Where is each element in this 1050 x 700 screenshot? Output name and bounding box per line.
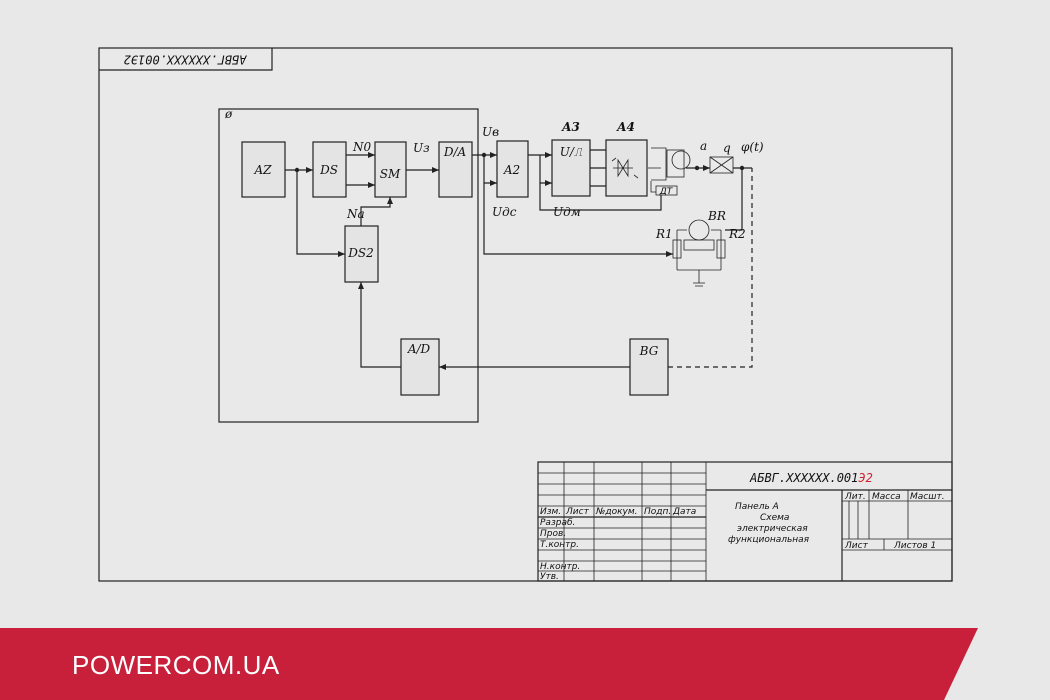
drawing-sheet: АБВГ.XXXXXX.001Э2 ø AZ DS SM D/A DS2 A/D…: [98, 47, 953, 582]
role-nkontr: Н.контр.: [540, 562, 580, 572]
role-utv: Утв.: [540, 572, 559, 582]
lit-header: Лит.: [844, 492, 866, 502]
block-ds: DS: [312, 141, 347, 198]
label-a: a: [700, 139, 707, 153]
col-sign: Подп.: [644, 507, 671, 517]
a3-label: A3: [561, 120, 580, 134]
role-razrab: Разраб.: [540, 518, 575, 528]
block-az: AZ: [241, 141, 286, 198]
scale-header: Масшт.: [910, 492, 945, 502]
block-a2: A2: [496, 140, 529, 198]
doc-line-2: электрическая: [737, 524, 808, 534]
cb-label: ДТ: [659, 187, 674, 197]
svg-text:BG: BG: [639, 344, 659, 358]
label-phi: φ(t): [741, 140, 764, 154]
controller-frame: [218, 108, 479, 423]
col-docnum: №докум.: [595, 507, 638, 517]
wiring: [285, 149, 753, 368]
label-r2: R2: [728, 227, 746, 241]
brand-logo-text[interactable]: POWERCOM.UA: [72, 650, 280, 680]
label-na: Na: [346, 207, 365, 221]
doc-line-1: Схема: [760, 513, 789, 523]
br-bridge: [672, 219, 726, 287]
block-da: D/A: [438, 141, 473, 198]
gearbox: [709, 156, 734, 174]
sheet-label: Лист: [844, 541, 869, 551]
svg-text:U/⎍: U/⎍: [560, 145, 583, 159]
role-tkontr: Т.контр.: [540, 540, 579, 550]
sheets-label: Листов 1: [893, 541, 936, 551]
svg-text:SM: SM: [380, 167, 401, 181]
block-ad: A/D: [400, 338, 440, 396]
col-date: Дата: [672, 507, 696, 517]
drawing-frame: [98, 47, 953, 582]
svg-text:A/D: A/D: [407, 342, 431, 356]
label-br: BR: [707, 209, 726, 223]
role-prov: Пров.: [540, 529, 566, 539]
block-a4: A4: [605, 120, 648, 197]
motor-group: ДТ: [648, 147, 691, 197]
label-r1: R1: [655, 227, 673, 241]
arrowheads: [306, 152, 710, 370]
upside-down-stamp-code: АБВГ.XXXXXX.001Э2: [124, 53, 248, 67]
product-name: Панель А: [735, 502, 779, 512]
upside-down-stamp: АБВГ.XXXXXX.001Э2: [99, 48, 273, 71]
label-uv: Uв: [482, 125, 499, 139]
footer: POWERCOM.UA: [0, 628, 1050, 700]
footer-band: [0, 628, 978, 700]
col-list: Лист: [565, 507, 590, 517]
label-udm: Uдм: [553, 205, 581, 219]
a4-label: A4: [616, 120, 635, 134]
block-sm: SM: [374, 141, 407, 198]
block-ds2: DS2: [344, 225, 379, 283]
svg-text:DS: DS: [319, 163, 338, 177]
svg-text:AZ: AZ: [253, 163, 272, 177]
frame-mark: ø: [224, 107, 233, 121]
svg-text:D/A: D/A: [443, 145, 467, 159]
svg-text:DS2: DS2: [347, 246, 373, 260]
title-block: [537, 461, 953, 582]
doc-line-3: функциональная: [728, 535, 810, 545]
label-q: q: [723, 141, 731, 155]
svg-text:A2: A2: [503, 163, 520, 177]
label-uz: Uз: [413, 141, 430, 155]
col-izm: Изм.: [540, 507, 561, 517]
title-code: АБВГ.XXXXXX.001Э2: [749, 471, 873, 485]
block-bg: BG: [629, 338, 669, 396]
mass-header: Масса: [872, 492, 901, 502]
label-n0: N0: [352, 140, 372, 154]
label-uds: Uдс: [492, 205, 517, 219]
